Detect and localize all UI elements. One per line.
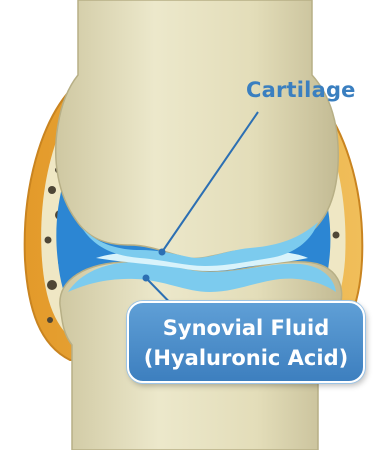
- cartilage-leader-dot: [159, 249, 166, 256]
- cartilage-label: Cartilage: [246, 78, 356, 102]
- synovial-fluid-callout: Synovial Fluid (Hyaluronic Acid): [127, 301, 365, 383]
- fluid-label-line2: (Hyaluronic Acid): [129, 343, 363, 373]
- fluid-label-line1: Synovial Fluid: [129, 313, 363, 343]
- fluid-leader-dot: [143, 275, 150, 282]
- upper-bone: [56, 0, 339, 259]
